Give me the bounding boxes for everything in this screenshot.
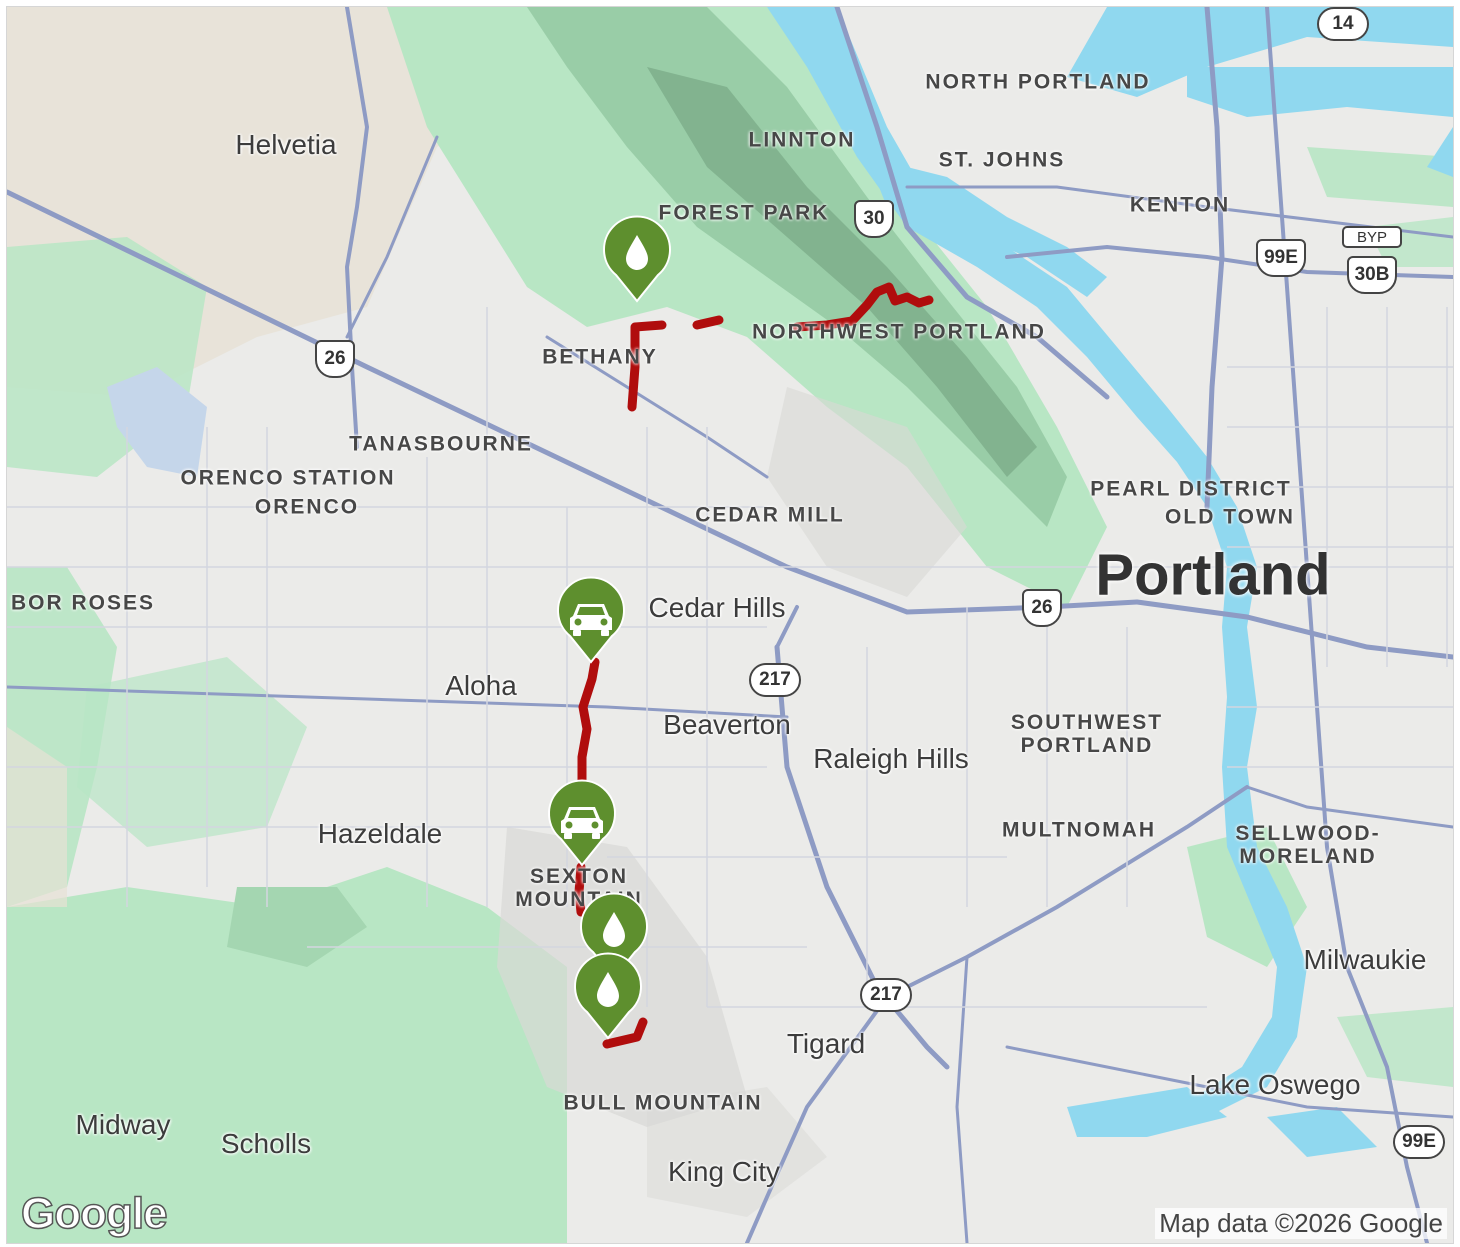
map-canvas[interactable]: Helvetia Cedar Hills Aloha Beaverton Ral…: [6, 6, 1454, 1244]
highway-shield: 26: [315, 340, 355, 378]
water-drop-icon: [603, 912, 625, 947]
water-marker[interactable]: [571, 952, 645, 1040]
water-drop-icon: [597, 972, 619, 1007]
highway-shield: 26: [1022, 589, 1062, 627]
highway-shield: 30: [854, 200, 894, 238]
map-base-layer: [7, 7, 1453, 1243]
parking-marker[interactable]: [554, 576, 628, 664]
google-logo: Google: [20, 1188, 168, 1239]
water-marker[interactable]: [600, 215, 674, 303]
water-drop-icon: [626, 235, 648, 270]
highway-shield: 217: [749, 663, 801, 697]
highway-shield: 14: [1317, 7, 1369, 41]
highway-shield: 99E: [1256, 239, 1306, 277]
highway-shield: 99E: [1393, 1125, 1445, 1159]
map-attribution[interactable]: Map data ©2026 Google: [1155, 1208, 1447, 1239]
highway-bypass-tag: BYP: [1342, 226, 1402, 248]
highway-shield: 217: [860, 978, 912, 1012]
highway-shield: 30B: [1347, 256, 1397, 294]
parking-marker[interactable]: [545, 779, 619, 867]
